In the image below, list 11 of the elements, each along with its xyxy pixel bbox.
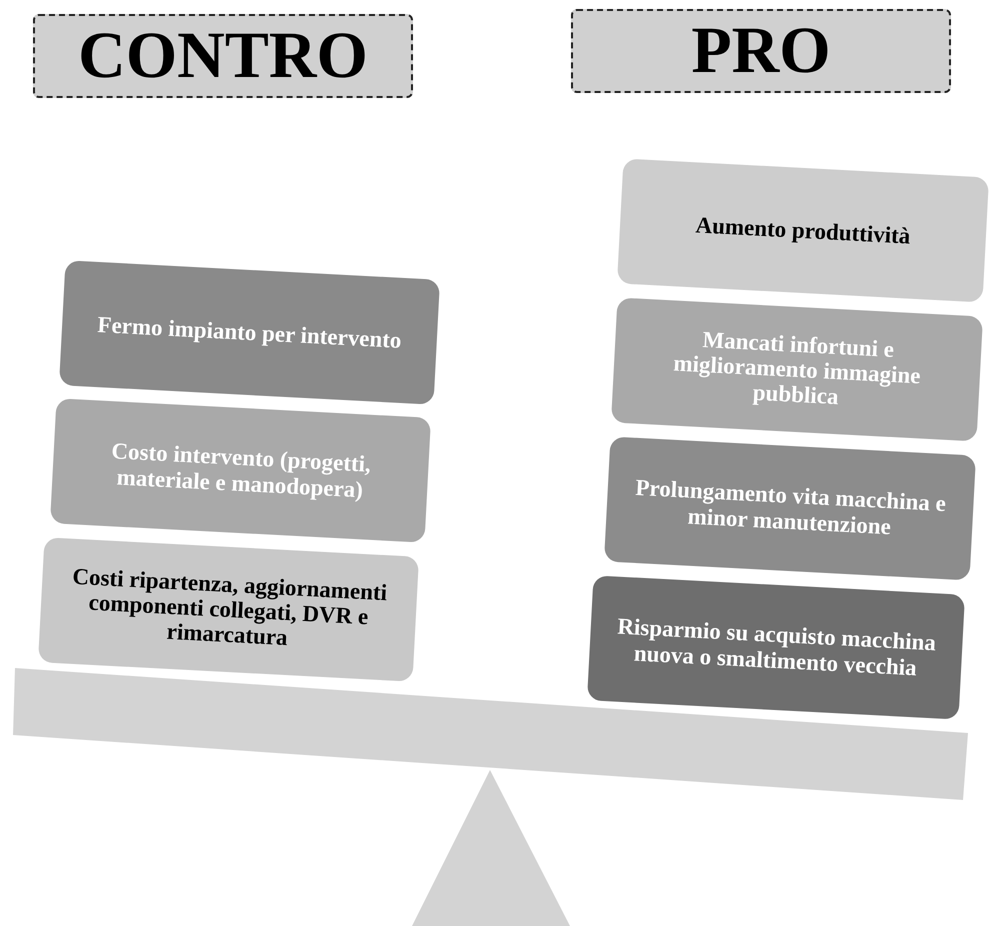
card-text: Costi ripartenza, aggiornamenti componenti collegati, DVR e rimarcatura — [70, 562, 388, 652]
heading-text: PRO — [691, 13, 831, 89]
card-text: Aumento produttività — [695, 212, 911, 248]
heading-box — [571, 9, 951, 93]
heading-text: CONTRO — [78, 18, 368, 94]
heading-box — [33, 14, 413, 98]
card-text: Mancati infortuni e miglioramento immagine pubblica — [672, 325, 922, 411]
card-text: Fermo impianto per intervento — [96, 311, 402, 353]
card-text: Risparmio su acquisto macchina nuova o smaltimento vecchia — [616, 613, 938, 681]
card-text: Prolungamento vita macchina e minor manutenzione — [634, 474, 948, 540]
card-text: Costo intervento (progetti, materiale e manodopera) — [109, 436, 372, 504]
